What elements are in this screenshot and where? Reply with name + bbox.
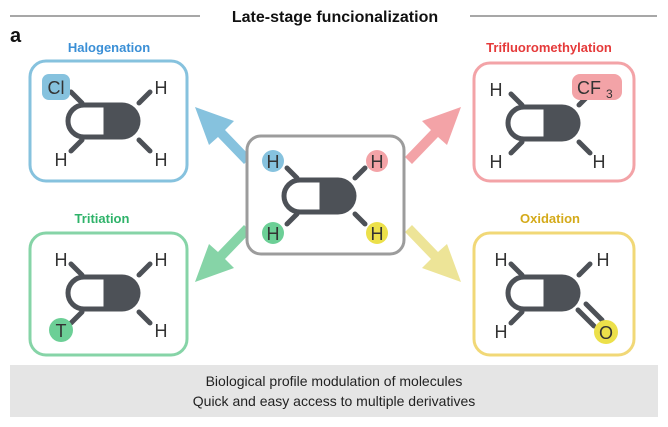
halogenation-atom-h-bottom-right: H: [155, 150, 168, 170]
trifluoro-atom-h-bottom-right: H: [593, 152, 606, 172]
tritiation-label: Tritiation: [75, 211, 130, 226]
center-atom-h-bottom-left: H: [267, 224, 280, 244]
oxidation-atom-h-bottom-left: H: [495, 322, 508, 342]
trifluoromethylation-box: Trifluoromethylation CF 3 H H H: [472, 40, 636, 183]
footer-banner: Biological profile modulation of molecul…: [10, 365, 658, 417]
tritiation-atom-h-top-left: H: [55, 250, 68, 270]
center-atom-h-bottom-right: H: [371, 224, 384, 244]
center-atom-h-top-right: H: [371, 152, 384, 172]
oxidation-label: Oxidation: [520, 211, 580, 226]
tritiation-atom-h-bottom-right: H: [155, 321, 168, 341]
tritiation-box: Tritiation H H T H: [28, 211, 189, 357]
oxidation-box: Oxidation H H H O: [472, 211, 636, 357]
page-title: Late-stage funcionalization: [232, 9, 438, 26]
center-molecule-box: H H H H: [245, 134, 406, 256]
trifluoro-atom-cf: CF: [577, 78, 601, 98]
tritiation-atom-t: T: [56, 321, 67, 341]
tritiation-atom-h-top-right: H: [155, 250, 168, 270]
arrow-to-trifluoromethylation: [405, 107, 461, 164]
halogenation-atom-h-bottom-left: H: [55, 150, 68, 170]
arrow-to-tritiation: [195, 225, 251, 282]
oxidation-atom-h-top-right: H: [597, 250, 610, 270]
center-atom-h-top-left: H: [267, 152, 280, 172]
panel-letter: a: [10, 25, 22, 47]
halogenation-box: Halogenation Cl H H H: [28, 40, 189, 183]
halogenation-label: Halogenation: [68, 40, 150, 55]
oxidation-atom-h-top-left: H: [495, 250, 508, 270]
trifluoro-atom-cf-subscript: 3: [606, 87, 613, 101]
oxidation-atom-o: O: [599, 323, 613, 343]
footer-line-2: Quick and easy access to multiple deriva…: [193, 393, 475, 409]
trifluoro-atom-h-top: H: [490, 80, 503, 100]
halogenation-atom-h-top: H: [155, 78, 168, 98]
arrow-to-oxidation: [405, 225, 461, 282]
trifluoromethylation-label: Trifluoromethylation: [486, 40, 612, 55]
trifluoro-atom-h-bottom-left: H: [490, 152, 503, 172]
halogenation-atom-cl: Cl: [48, 78, 65, 98]
arrow-to-halogenation: [195, 107, 251, 164]
footer-line-1: Biological profile modulation of molecul…: [206, 373, 463, 389]
